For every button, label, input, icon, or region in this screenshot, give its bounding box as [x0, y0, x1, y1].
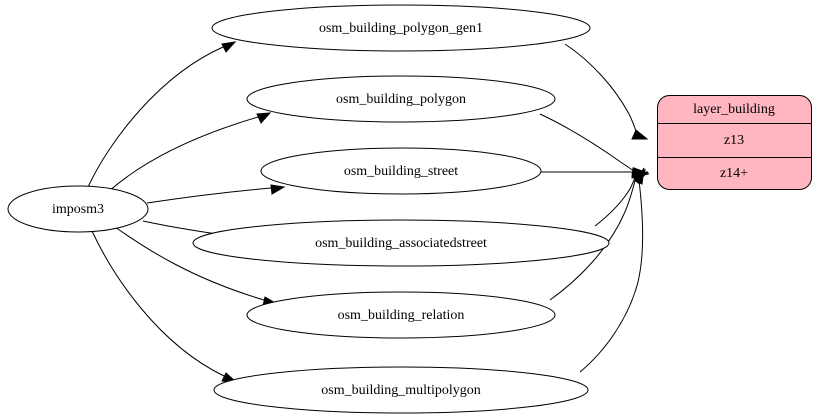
node-osm-building-associatedstreet[interactable]: osm_building_associatedstreet — [192, 219, 610, 267]
edge-imposm3-to-osm-building-street — [146, 184, 286, 204]
edge-group-tables-to-layer — [539, 43, 650, 373]
node-osm-building-polygon-gen1-shape[interactable] — [211, 4, 591, 52]
layer-building-zoom-13-label: z13 — [724, 133, 744, 148]
node-osm-building-polygon-gen1-label: osm_building_polygon_gen1 — [319, 21, 483, 36]
node-imposm3-label: imposm3 — [52, 202, 104, 217]
node-osm-building-polygon-label: osm_building_polygon — [336, 92, 466, 107]
node-osm-building-associatedstreet-label: osm_building_associatedstreet — [315, 236, 487, 251]
node-osm-building-multipolygon-label: osm_building_multipolygon — [321, 383, 480, 398]
node-osm-building-street[interactable]: osm_building_street — [260, 147, 542, 195]
edge-osm-building-polygon-gen1-to-layer-z13 — [564, 43, 649, 140]
node-osm-building-street-shape[interactable] — [260, 147, 542, 195]
node-layer-building[interactable]: layer_building z13 z14+ — [657, 95, 812, 190]
edge-imposm3-to-osm-building-polygon-gen1 — [87, 41, 237, 188]
edge-osm-building-polygon-to-layer-z14 — [539, 113, 650, 179]
layer-building-zoom-14-plus-label: z14+ — [720, 166, 748, 181]
node-osm-building-polygon[interactable]: osm_building_polygon — [246, 75, 556, 123]
node-osm-building-multipolygon[interactable]: osm_building_multipolygon — [213, 366, 589, 414]
layer-building-name-label: layer_building — [693, 102, 775, 117]
node-layer-building-shape[interactable] — [657, 95, 812, 190]
node-imposm3[interactable]: imposm3 — [7, 185, 149, 233]
node-imposm3-shape[interactable] — [7, 185, 149, 233]
node-osm-building-associatedstreet-shape[interactable] — [192, 219, 610, 267]
node-osm-building-multipolygon-shape[interactable] — [213, 366, 589, 414]
edge-osm-building-multipolygon-to-layer-z14 — [579, 167, 645, 373]
node-osm-building-street-label: osm_building_street — [344, 164, 458, 179]
node-osm-building-polygon-shape[interactable] — [246, 75, 556, 123]
node-osm-building-polygon-gen1[interactable]: osm_building_polygon_gen1 — [211, 4, 591, 52]
edge-imposm3-to-osm-building-polygon — [107, 112, 272, 193]
node-osm-building-relation[interactable]: osm_building_relation — [246, 291, 556, 339]
node-osm-building-relation-shape[interactable] — [246, 291, 556, 339]
node-osm-building-relation-label: osm_building_relation — [338, 308, 465, 323]
